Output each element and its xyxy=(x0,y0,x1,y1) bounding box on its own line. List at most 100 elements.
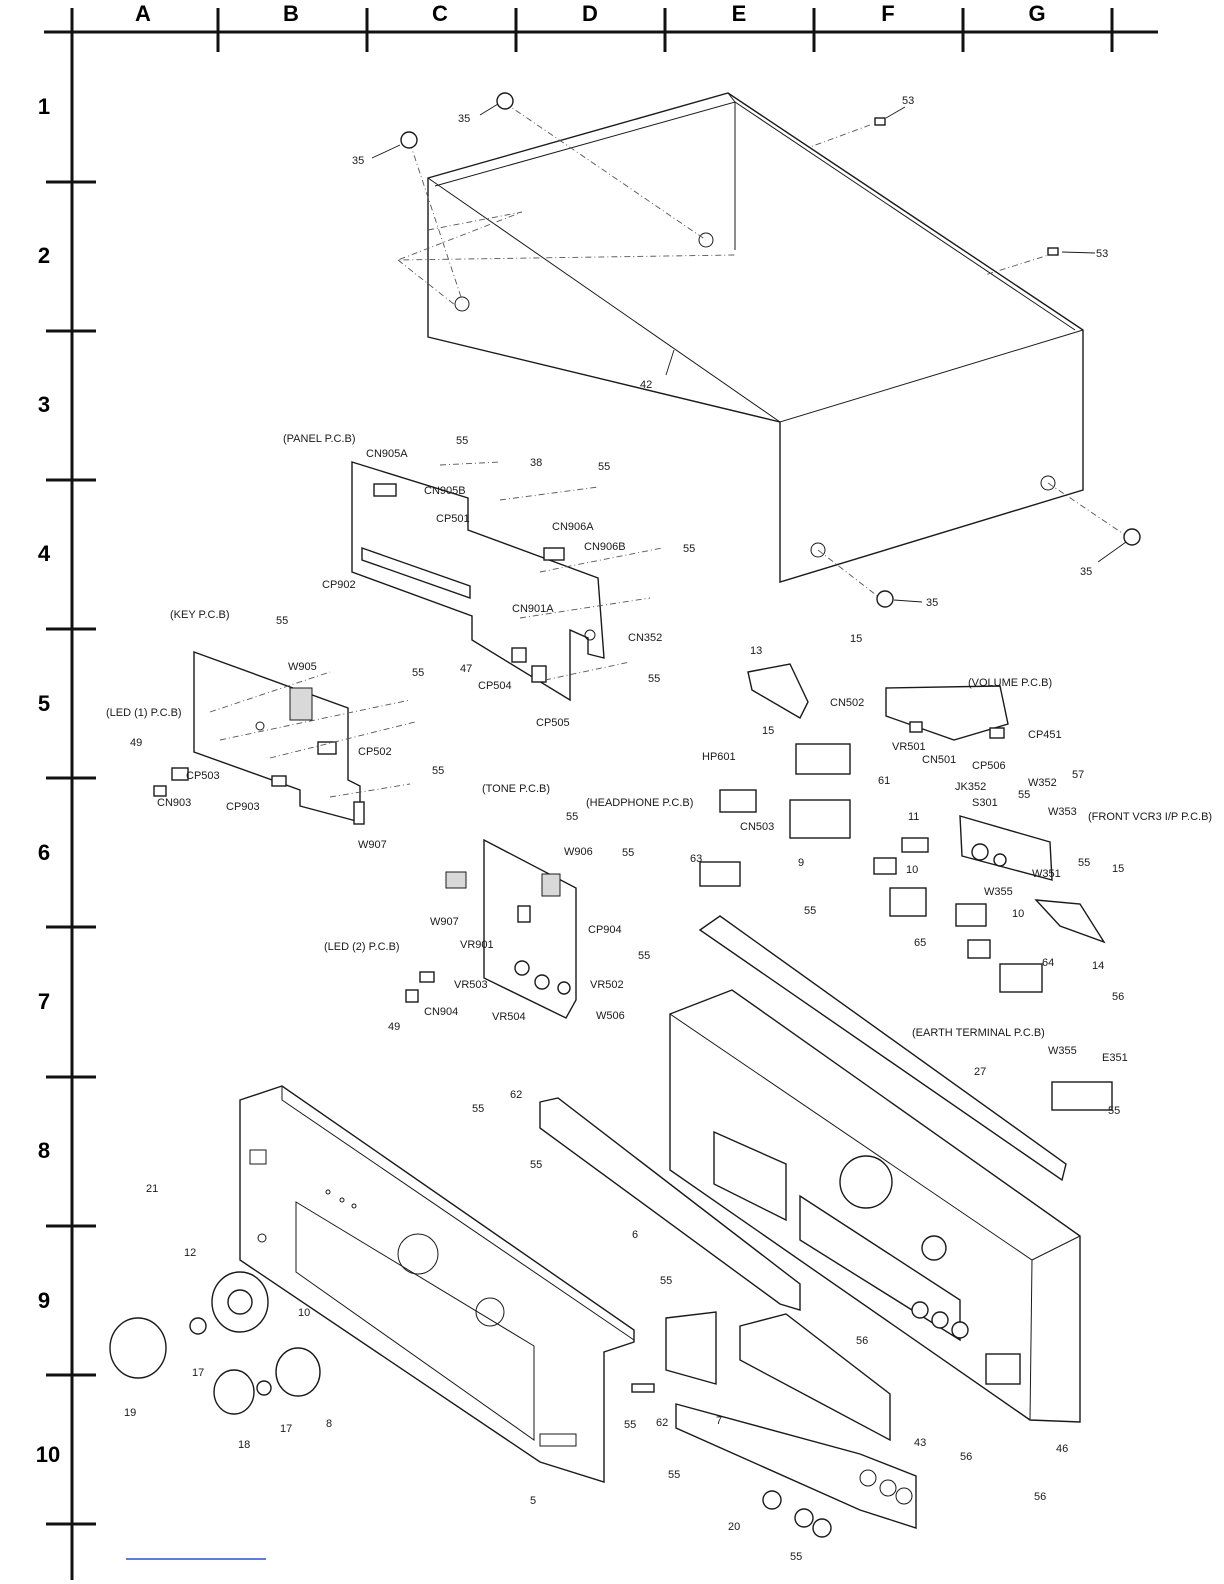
label-screw-55-j: 55 xyxy=(638,950,650,962)
label-part-65: 65 xyxy=(914,937,926,949)
label-screw-55-p: 55 xyxy=(530,1159,542,1171)
label-headphone-pcb: (HEADPHONE P.C.B) xyxy=(586,797,693,809)
label-part-10-c: 10 xyxy=(298,1307,310,1319)
top-cover xyxy=(371,92,1141,608)
label-screw-55-i: 55 xyxy=(622,847,634,859)
bottom-brackets xyxy=(539,1097,917,1538)
led2-pcb xyxy=(405,971,435,1003)
label-part-62-a: 62 xyxy=(510,1089,522,1101)
chassis xyxy=(669,915,1113,1423)
row-label-7: 7 xyxy=(38,989,50,1014)
panel-pcb xyxy=(351,461,663,702)
label-screw-55-s: 55 xyxy=(668,1469,680,1481)
label-top-screw-3: 35 xyxy=(1080,566,1092,578)
label-w906: W906 xyxy=(564,846,593,858)
label-part-21: 21 xyxy=(146,1183,158,1195)
label-w353: W353 xyxy=(1048,806,1077,818)
label-led1-pcb: (LED (1) P.C.B) xyxy=(106,707,182,719)
label-screw-55-h: 55 xyxy=(566,811,578,823)
label-part-43: 43 xyxy=(914,1437,926,1449)
label-screw-56-a: 56 xyxy=(1112,991,1124,1003)
label-part-10-b: 10 xyxy=(1012,908,1024,920)
label-vr901: VR901 xyxy=(460,939,494,951)
label-screw-56-c: 56 xyxy=(856,1335,868,1347)
label-screw-56-d: 56 xyxy=(960,1451,972,1463)
label-vr502: VR502 xyxy=(590,979,624,991)
front-panel xyxy=(239,1085,635,1483)
label-part-6: 6 xyxy=(632,1229,638,1241)
label-part-8: 8 xyxy=(326,1418,332,1430)
label-part-11: 11 xyxy=(908,811,919,823)
column-label-a: A xyxy=(135,1,151,26)
label-part-17-a: 17 xyxy=(192,1367,204,1379)
row-label-4: 4 xyxy=(38,541,51,566)
label-cp904: CP904 xyxy=(588,924,622,936)
row-label-2: 2 xyxy=(38,243,50,268)
label-cn903: CN903 xyxy=(157,797,191,809)
label-w355-b: W355 xyxy=(1048,1045,1077,1057)
label-screw-55-m: 55 xyxy=(804,905,816,917)
label-top-screw-4: 35 xyxy=(926,597,938,609)
row-label-3: 3 xyxy=(38,392,50,417)
column-label-f: F xyxy=(881,1,894,26)
label-part-49-b: 49 xyxy=(388,1021,400,1033)
label-screw-15-b: 15 xyxy=(762,725,774,737)
label-vr504: VR504 xyxy=(492,1011,526,1023)
label-screw-56-e: 56 xyxy=(1034,1491,1046,1503)
label-part-20: 20 xyxy=(728,1521,740,1533)
label-volume-pcb: (VOLUME P.C.B) xyxy=(968,677,1052,689)
label-part-64: 64 xyxy=(1042,957,1054,969)
label-screw-55-c: 55 xyxy=(683,543,695,555)
label-screw-15-c: 15 xyxy=(1112,863,1124,875)
label-part-5: 5 xyxy=(530,1495,536,1507)
label-cp505: CP505 xyxy=(536,717,570,729)
label-part-12: 12 xyxy=(184,1247,196,1259)
label-w506: W506 xyxy=(596,1010,625,1022)
label-part-49-a: 49 xyxy=(130,737,142,749)
label-screw-55-a: 55 xyxy=(456,435,468,447)
label-part-13: 13 xyxy=(750,645,762,657)
label-cp451: CP451 xyxy=(1028,729,1062,741)
label-part-27: 27 xyxy=(974,1066,986,1078)
label-part-17-b: 17 xyxy=(280,1423,292,1435)
label-cp902: CP902 xyxy=(322,579,356,591)
label-screw-55-d: 55 xyxy=(648,673,660,685)
label-cn904: CN904 xyxy=(424,1006,458,1018)
grid-frame xyxy=(44,8,1158,1580)
label-w355-a: W355 xyxy=(984,886,1013,898)
label-top-screw-1: 35 xyxy=(458,113,470,125)
label-part-18: 18 xyxy=(238,1439,250,1451)
column-label-b: B xyxy=(283,1,299,26)
label-screw-55-r: 55 xyxy=(624,1419,636,1431)
label-part-19: 19 xyxy=(124,1407,136,1419)
label-screw-55-k: 55 xyxy=(1018,789,1030,801)
row-label-5: 5 xyxy=(38,691,50,716)
column-labels: A B C D E F G xyxy=(135,1,1046,26)
label-cn905a: CN905A xyxy=(366,448,408,460)
label-earth-pcb: (EARTH TERMINAL P.C.B) xyxy=(912,1027,1045,1039)
label-cn906a: CN906A xyxy=(552,521,594,533)
column-label-c: C xyxy=(432,1,448,26)
label-led2-pcb: (LED (2) P.C.B) xyxy=(324,941,400,953)
tone-pcb xyxy=(445,838,577,1019)
label-w907-b: W907 xyxy=(430,916,459,928)
front-vcr3-pcb xyxy=(889,815,1106,993)
label-part-47: 47 xyxy=(460,663,472,675)
label-part-38: 38 xyxy=(530,457,542,469)
label-cn503: CN503 xyxy=(740,821,774,833)
label-w352: W352 xyxy=(1028,777,1057,789)
label-screw-55-e: 55 xyxy=(276,615,288,627)
volume-pcb xyxy=(747,663,1009,741)
label-hp601: HP601 xyxy=(702,751,736,763)
label-cp501: CP501 xyxy=(436,513,470,525)
label-tone-pcb: (TONE P.C.B) xyxy=(482,783,550,795)
label-e351: E351 xyxy=(1102,1052,1128,1064)
label-jk352: JK352 xyxy=(955,781,986,793)
label-part-62-b: 62 xyxy=(656,1417,668,1429)
label-cn352: CN352 xyxy=(628,632,662,644)
row-label-9: 9 xyxy=(38,1288,50,1313)
label-cn905b: CN905B xyxy=(424,485,466,497)
label-part-63: 63 xyxy=(690,853,702,865)
